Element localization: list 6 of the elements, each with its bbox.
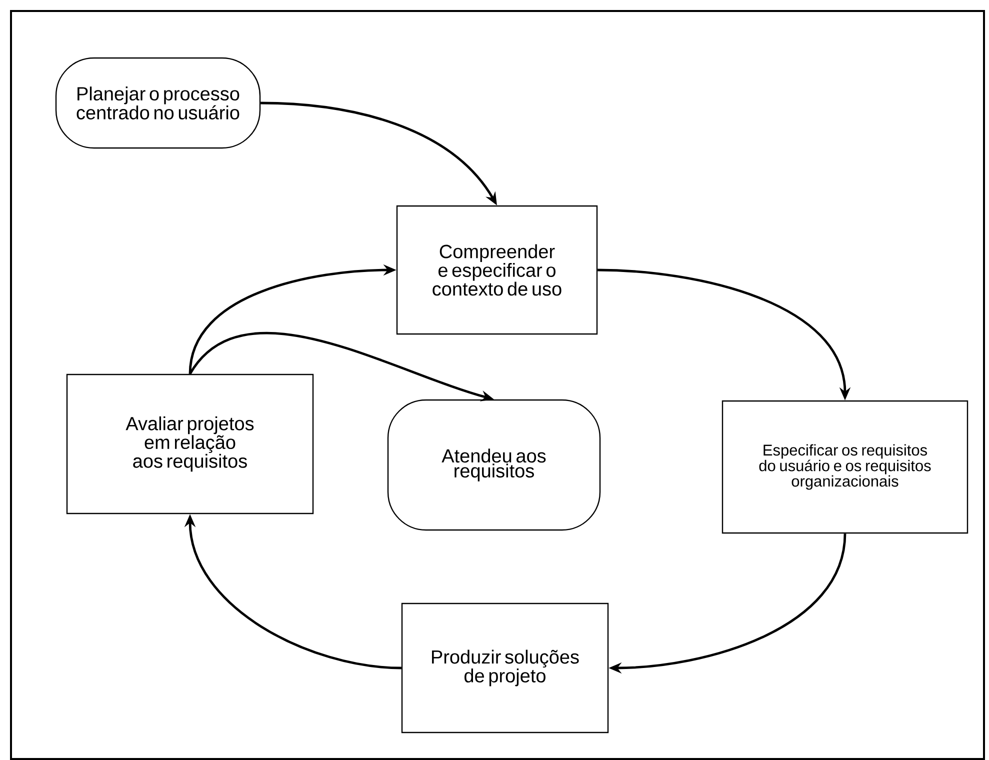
- process-box: Produzir soluções de projeto: [401, 602, 609, 734]
- process-box: Especificar os requisitos do usuário e os requisitos organizacionais: [722, 400, 968, 534]
- process-box: Avaliar projetos em relação aos requisitos: [66, 374, 314, 514]
- rounded-box: Atendeu aos requisitos: [387, 399, 601, 531]
- process-box: Compreender e especificar o contexto de uso: [396, 205, 598, 335]
- rounded-box: Planejar o processo centrado no usuário: [55, 57, 261, 149]
